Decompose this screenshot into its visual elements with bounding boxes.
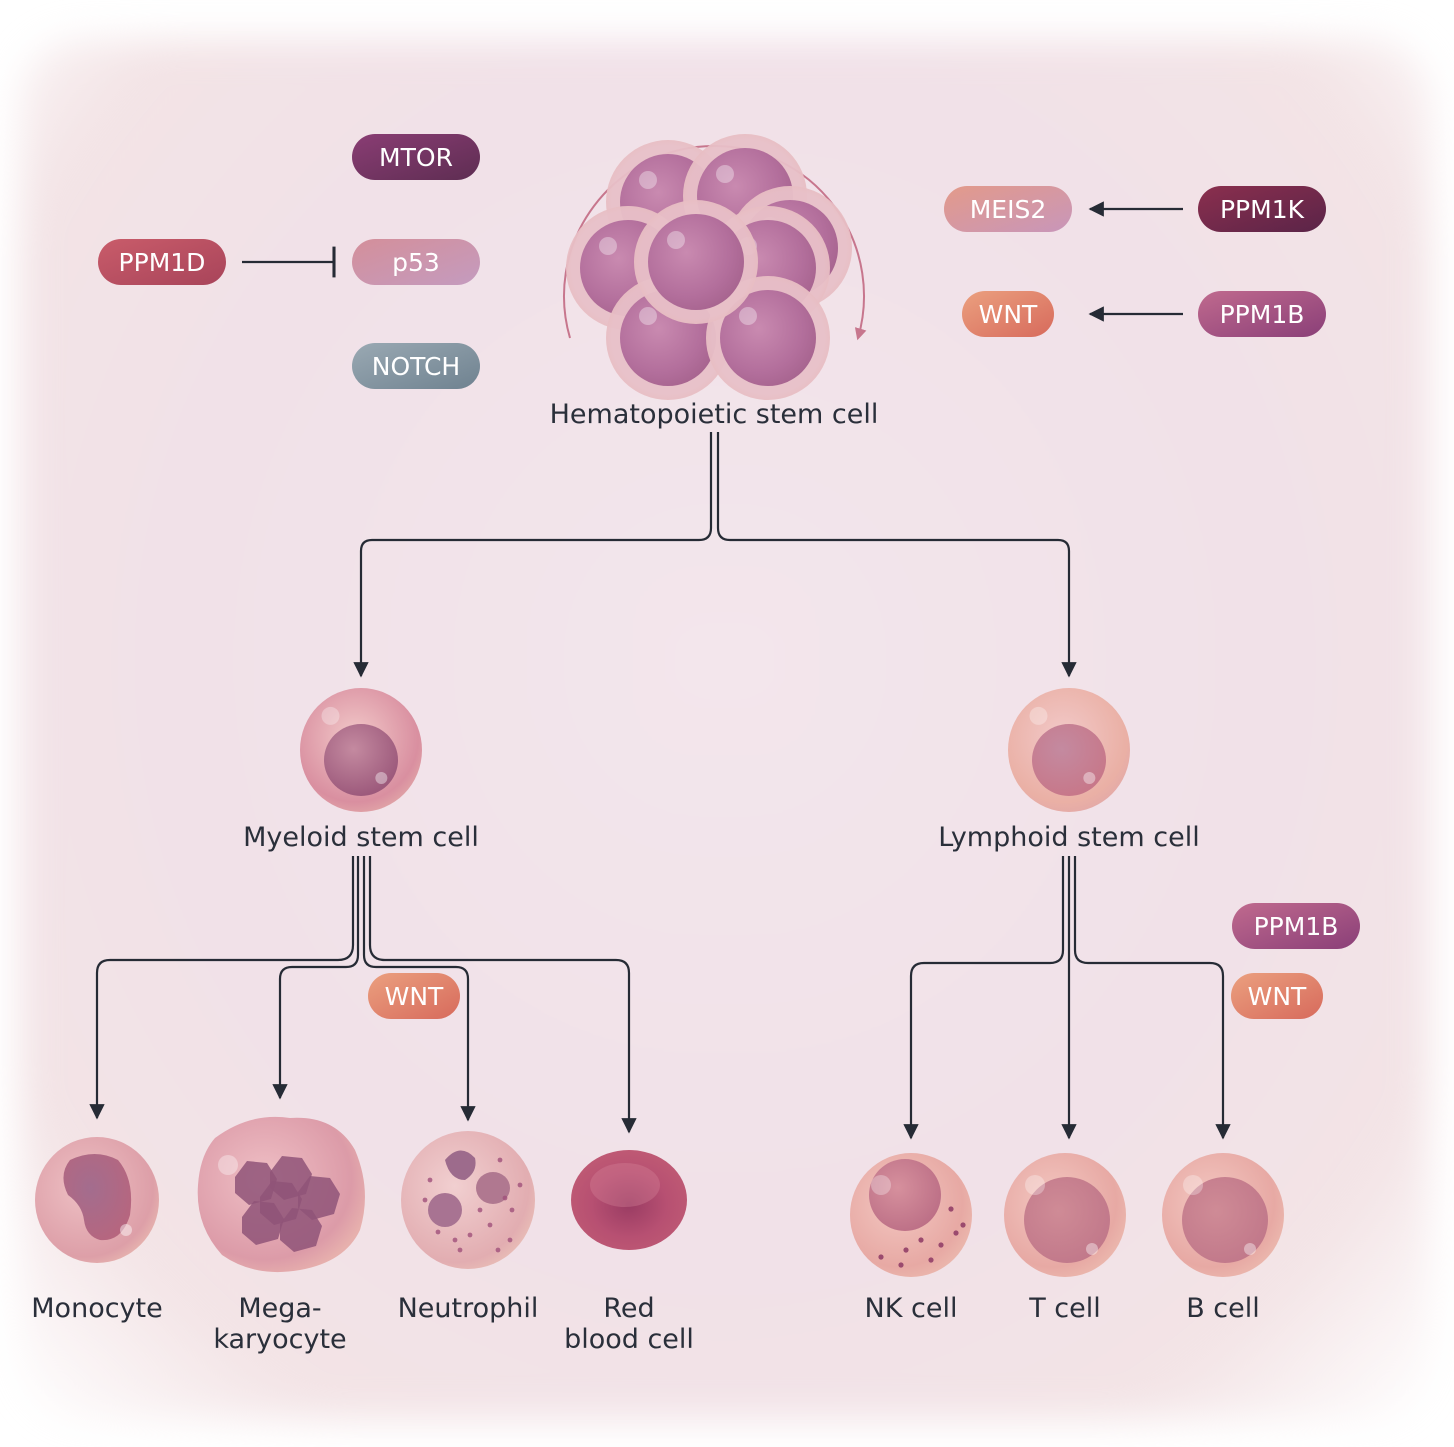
- pill-p53: p53: [352, 239, 480, 285]
- pill-wnt-lymphoid-label: WNT: [1248, 982, 1307, 1011]
- pill-wnt-lymphoid-shape: [1231, 973, 1323, 1019]
- myeloid-stem-cell-label: Myeloid stem cell: [243, 822, 479, 853]
- pill-notch-label: NOTCH: [372, 352, 460, 381]
- line-lymphoid-nk: [903, 856, 1065, 1140]
- line-myeloid-neutrophil: [362, 856, 476, 1122]
- myeloid-cell-label: Mega-: [238, 1293, 321, 1324]
- line-hsc-myeloid: [353, 432, 713, 678]
- myeloid-cell-label: karyocyte: [213, 1324, 346, 1355]
- pill-ppm1k-label: PPM1K: [1220, 195, 1305, 224]
- line-myeloid-rbc: [368, 856, 637, 1134]
- pill-p53-label: p53: [392, 248, 440, 277]
- pill-ppm1k: PPM1K: [1198, 186, 1326, 232]
- pill-ppm1d: PPM1D: [98, 239, 226, 285]
- pill-notch-shape: [352, 343, 480, 389]
- pill-mtor-label: MTOR: [379, 143, 453, 172]
- pill-mtor-shape: [352, 134, 480, 180]
- pill-wnt-myeloid-label: WNT: [385, 982, 444, 1011]
- megakaryocyte-cell: [197, 1116, 365, 1273]
- pill-wnt-lymphoid: WNT: [1231, 973, 1323, 1019]
- lymphoid-stem-cell-label: Lymphoid stem cell: [938, 822, 1199, 853]
- neutrophil-cell: [401, 1131, 535, 1269]
- lymphoid-stem-cell: [1008, 688, 1130, 812]
- pill-ppm1b-lymphoid-shape: [1232, 903, 1360, 949]
- pill-ppm1b-lymphoid-label: PPM1B: [1254, 912, 1339, 941]
- pill-ppm1d-shape: [98, 239, 226, 285]
- cells: [35, 134, 1284, 1277]
- stem-cell-label: Hematopoietic stem cell: [550, 399, 879, 430]
- pill-ppm1k-shape: [1198, 186, 1326, 232]
- pill-wnt-top-label: WNT: [979, 300, 1038, 329]
- pill-ppm1b-top: PPM1B: [1198, 291, 1326, 337]
- monocyte-cell: [35, 1137, 159, 1263]
- connector-lines: [89, 145, 1231, 1140]
- myeloid-cell-label: Monocyte: [31, 1293, 162, 1324]
- pill-p53-shape: [352, 239, 480, 285]
- pill-meis2: MEIS2: [944, 186, 1072, 232]
- line-myeloid-monocyte: [89, 856, 355, 1120]
- pill-wnt-top-shape: [962, 291, 1054, 337]
- pill-wnt-myeloid-shape: [368, 973, 460, 1019]
- pill-mtor: MTOR: [352, 134, 480, 180]
- pill-wnt-top: WNT: [962, 291, 1054, 337]
- t-cell: [1004, 1153, 1126, 1277]
- lymphoid-cell-label: B cell: [1186, 1293, 1260, 1324]
- pill-meis2-shape: [944, 186, 1072, 232]
- myeloid-cell-label: blood cell: [564, 1324, 694, 1355]
- b-cell: [1162, 1153, 1284, 1277]
- lymphoid-cell-label: T cell: [1028, 1293, 1101, 1324]
- red-blood-cell: [571, 1150, 687, 1250]
- pill-ppm1b-top-shape: [1198, 291, 1326, 337]
- pill-notch: NOTCH: [352, 343, 480, 389]
- myeloid-stem-cell: [300, 688, 422, 812]
- pill-ppm1d-label: PPM1D: [119, 248, 206, 277]
- line-hsc-lymphoid: [716, 432, 1077, 678]
- pill-wnt-myeloid: WNT: [368, 973, 460, 1019]
- pill-ppm1b-top-label: PPM1B: [1220, 300, 1305, 329]
- myeloid-cell-label: Neutrophil: [398, 1293, 539, 1324]
- pill-meis2-label: MEIS2: [970, 195, 1047, 224]
- line-myeloid-megakaryocyte: [272, 856, 360, 1100]
- nk-cell: [850, 1153, 972, 1277]
- pill-ppm1b-lymphoid: PPM1B: [1232, 903, 1360, 949]
- lymphoid-cell-label: NK cell: [865, 1293, 958, 1324]
- myeloid-cell-label: Red: [603, 1293, 654, 1324]
- stem-cell-sphere: [634, 200, 758, 324]
- line-lymphoid-b: [1073, 856, 1231, 1140]
